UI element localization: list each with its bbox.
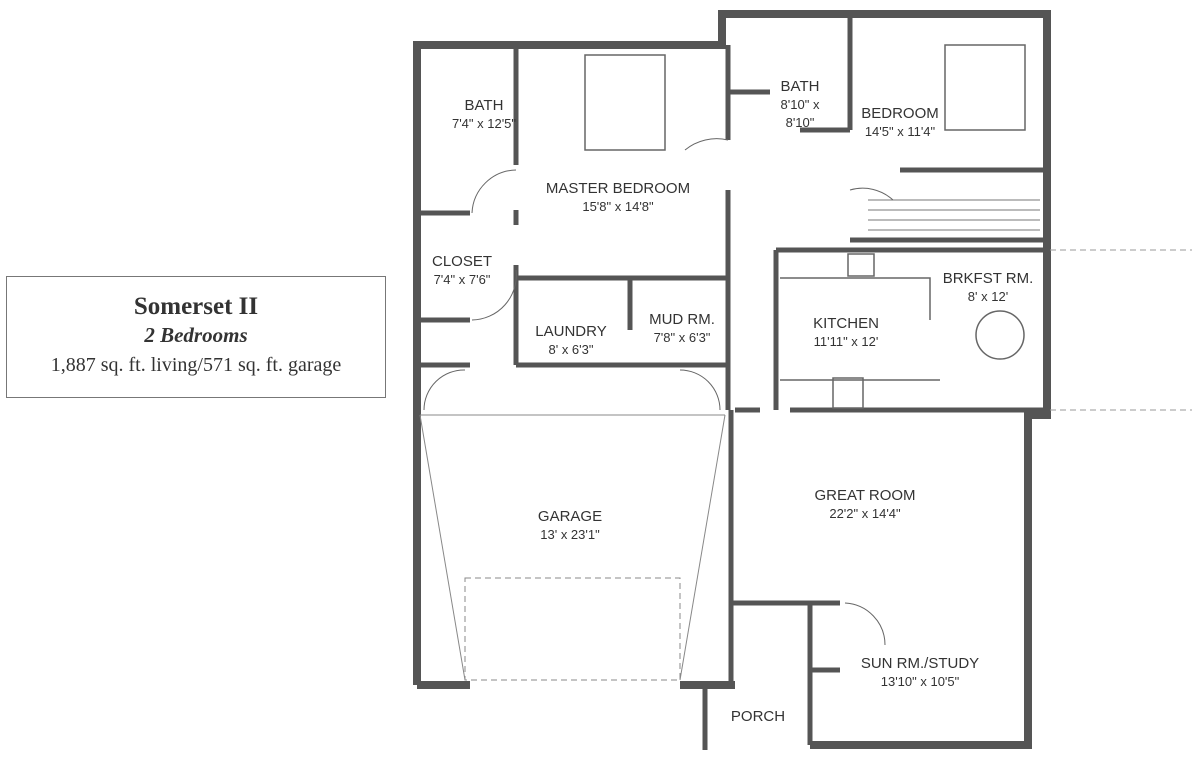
room-name: MUD RM. <box>649 311 715 328</box>
room-bedroom: BEDROOM 14'5" x 11'4" <box>861 105 939 141</box>
room-name: SUN RM./STUDY <box>860 655 980 672</box>
room-name: BRKFST RM. <box>942 270 1034 287</box>
room-dims: 7'8" x 6'3" <box>653 330 711 345</box>
room-dims: 8' x 12' <box>967 289 1009 304</box>
room-dims: 7'4" x 12'5" <box>451 116 517 131</box>
room-name: BATH <box>780 78 820 95</box>
interior-walls <box>417 14 1047 750</box>
room-name: BEDROOM <box>861 105 939 122</box>
room-mud-room: MUD RM. 7'8" x 6'3" <box>649 311 715 347</box>
room-name: PORCH <box>730 708 786 725</box>
room-porch: PORCH <box>731 708 785 726</box>
room-name: BATH <box>464 97 504 114</box>
room-name: GREAT ROOM <box>814 487 916 504</box>
room-name: CLOSET <box>431 253 493 270</box>
room-dims: 13' x 23'1" <box>540 527 600 542</box>
room-breakfast: BRKFST RM. 8' x 12' <box>943 270 1034 306</box>
room-name: MASTER BEDROOM <box>545 180 691 197</box>
plan-area: 1,887 sq. ft. living/571 sq. ft. garage <box>50 354 342 376</box>
room-dims: 13'10" x 10'5" <box>880 674 960 689</box>
door-swings <box>423 138 894 646</box>
room-dims: 22'2" x 14'4" <box>829 506 901 521</box>
breakfast-deck <box>1050 249 1192 411</box>
room-dims: 15'8" x 14'8" <box>582 199 654 214</box>
plan-title: Somerset II <box>133 293 259 320</box>
plan-legend: Somerset II 2 Bedrooms 1,887 sq. ft. liv… <box>6 276 386 398</box>
room-dims: 11'11" x 12' <box>813 334 879 349</box>
room-dims: 8' x 6'3" <box>548 342 594 357</box>
room-master-bedroom: MASTER BEDROOM 15'8" x 14'8" <box>546 180 690 216</box>
room-name: LAUNDRY <box>535 323 607 340</box>
room-sun-room-study: SUN RM./STUDY 13'10" x 10'5" <box>861 655 979 691</box>
beds <box>584 44 1026 151</box>
room-closet: CLOSET 7'4" x 7'6" <box>432 253 492 289</box>
room-name: KITCHEN <box>813 315 879 332</box>
plan-bedrooms: 2 Bedrooms <box>144 323 248 347</box>
room-dims: 7'4" x 7'6" <box>433 272 491 287</box>
stairs <box>868 199 1040 231</box>
room-dims: 8'10" x 8'10" <box>780 97 820 130</box>
kitchen-counters <box>780 253 1025 409</box>
room-master-bath: BATH 7'4" x 12'5" <box>452 97 516 133</box>
room-name: GARAGE <box>537 508 603 525</box>
room-kitchen: KITCHEN 11'11" x 12' <box>813 315 879 351</box>
room-great-room: GREAT ROOM 22'2" x 14'4" <box>814 487 915 523</box>
room-bath: BATH 8'10" x 8'10" <box>770 78 830 132</box>
garage-door-lines <box>419 414 726 681</box>
room-garage: GARAGE 13' x 23'1" <box>538 508 602 544</box>
room-laundry: LAUNDRY 8' x 6'3" <box>535 323 606 359</box>
room-dims: 14'5" x 11'4" <box>864 124 936 139</box>
